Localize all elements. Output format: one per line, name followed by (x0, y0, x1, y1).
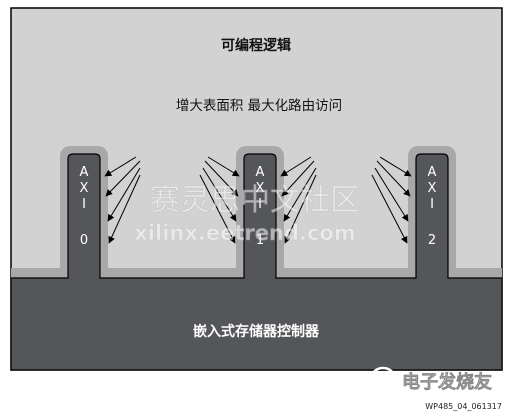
routing-arrow (283, 167, 317, 222)
routing-arrow (107, 167, 141, 222)
routing-arrows (104, 156, 412, 244)
watermark: 赛灵思中文社区 xilinx.eetrend.com (134, 183, 360, 246)
axi-port-letter: I (430, 197, 434, 212)
memory-controller-title: 嵌入式存储器控制器 (193, 323, 320, 340)
figure-id: WP485_04_061317 (425, 402, 502, 411)
logo-icon (374, 375, 393, 388)
routing-arrow (104, 156, 137, 177)
routing-arrow (105, 160, 141, 197)
programmable-logic-title: 可编程逻辑 (221, 37, 291, 54)
surface-area-caption: 增大表面积 最大化路由访问 (176, 98, 342, 114)
routing-arrow (108, 174, 141, 244)
axi-port-index: 0 (80, 233, 88, 248)
axi-port-letter: I (82, 197, 86, 212)
axi-port-index: 1 (256, 233, 264, 248)
axi-port-letter: A (256, 165, 265, 180)
routing-arrow (202, 167, 237, 222)
routing-arrow (376, 160, 411, 197)
memory-controller-block (10, 153, 503, 371)
routing-arrow (280, 156, 312, 177)
logo-url: www.elecfans.com (417, 393, 478, 401)
axi-port-letter: A (80, 165, 89, 180)
routing-arrow (284, 174, 317, 244)
axi-port-index: 2 (428, 233, 436, 248)
routing-arrow (374, 167, 409, 222)
axi-port-2: A X I 2 (428, 165, 437, 248)
watermark-en: xilinx.eetrend.com (134, 221, 355, 245)
axi-port-letter: X (428, 181, 437, 196)
axi-port-letter: I (258, 197, 262, 212)
routing-arrow (207, 156, 240, 177)
axi-port-0: A X I 0 (80, 165, 89, 248)
routing-arrow (199, 174, 236, 244)
axi-port-1: A X I 1 (256, 165, 265, 248)
axi-port-letter: X (256, 181, 265, 196)
routing-arrow (281, 160, 315, 197)
watermark-cn: 赛灵思中文社区 (150, 183, 360, 218)
routing-arrow (379, 156, 412, 177)
routing-arrow (371, 174, 408, 244)
site-logo: 电子发烧友 www.elecfans.com (368, 366, 492, 401)
logo-icon (368, 366, 398, 396)
axi-port-letter: A (428, 165, 437, 180)
logo-text: 电子发烧友 (402, 371, 492, 393)
axi-port-letter: X (80, 181, 89, 196)
routing-arrow (204, 160, 239, 197)
